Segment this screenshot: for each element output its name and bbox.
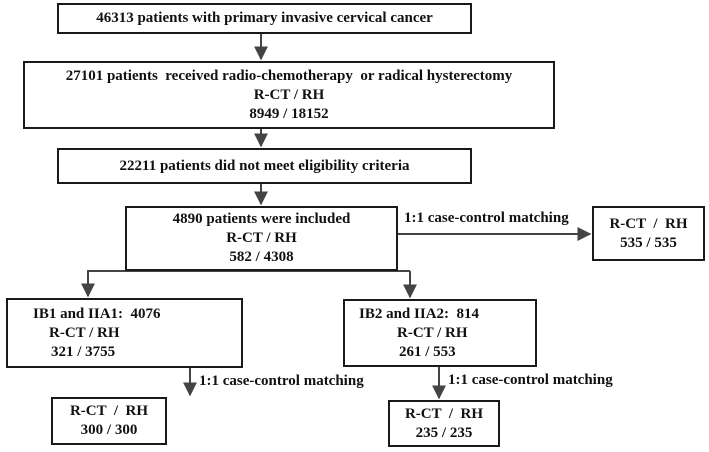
matched-all-counts: 535 / 535 — [620, 234, 677, 251]
matching-label-ib2: 1:1 case-control matching — [448, 372, 613, 388]
matched-ib1-box: R-CT / RH 300 / 300 — [51, 397, 167, 445]
ib2-iia2-group-label: R-CT / RH — [397, 324, 468, 341]
included-patients-box: 4890 patients were included R-CT / RH 58… — [125, 206, 398, 271]
treated-group-label: R-CT / RH — [253, 86, 325, 103]
matched-ib2-group-label: R-CT / RH — [404, 405, 484, 422]
matched-ib1-counts: 300 / 300 — [80, 422, 138, 438]
excluded-patients-text: 22211 patients did not meet eligibility … — [119, 157, 410, 174]
total-patients-text: 46313 patients with primary invasive cer… — [96, 10, 433, 26]
treated-patients-box: 27101 patients received radio-chemothera… — [23, 61, 555, 129]
matching-label-ib1: 1:1 case-control matching — [199, 373, 364, 389]
matching-label-all: 1:1 case-control matching — [404, 210, 569, 226]
total-patients-box: 46313 patients with primary invasive cer… — [57, 3, 472, 34]
ib2-iia2-title: IB2 and IIA2: 814 — [359, 305, 480, 322]
ib1-iia1-box: IB1 and IIA1: 4076 R-CT / RH 321 / 3755 — [6, 298, 243, 368]
matched-all-group-label: R-CT / RH — [609, 215, 688, 232]
included-patients-text: 4890 patients were included — [172, 211, 351, 227]
ib1-iia1-title: IB1 and IIA1: 4076 — [33, 305, 161, 322]
ib2-iia2-box: IB2 and IIA2: 814 R-CT / RH 261 / 553 — [343, 299, 537, 367]
split-connector — [87, 270, 410, 296]
included-group-label: R-CT / RH — [226, 230, 297, 246]
treated-patients-text: 27101 patients received radio-chemothera… — [65, 67, 513, 84]
excluded-patients-box: 22211 patients did not meet eligibility … — [57, 148, 472, 184]
ib1-iia1-counts: 321 / 3755 — [51, 343, 116, 360]
matched-ib1-group-label: R-CT / RH — [69, 403, 149, 419]
treated-counts: 8949 / 18152 — [249, 105, 329, 122]
ib1-iia1-group-label: R-CT / RH — [49, 324, 120, 341]
matched-ib2-counts: 235 / 235 — [415, 424, 473, 441]
included-counts: 582 / 4308 — [229, 249, 294, 265]
matched-all-box: R-CT / RH 535 / 535 — [592, 206, 705, 261]
ib2-iia2-counts: 261 / 553 — [399, 343, 456, 360]
matched-ib2-box: R-CT / RH 235 / 235 — [388, 400, 500, 447]
